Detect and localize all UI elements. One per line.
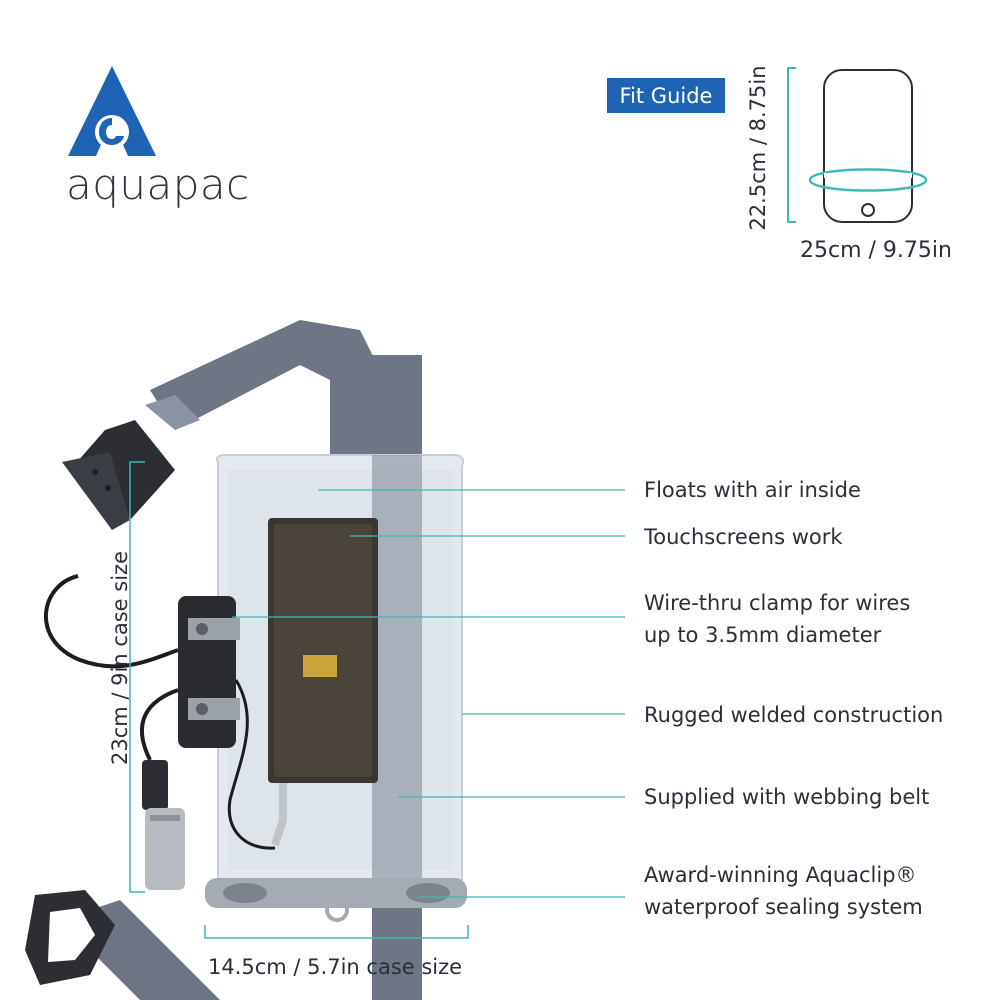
feature-line: Rugged welded construction <box>644 703 944 727</box>
feature-aquaclip: Award-winning Aquaclip® waterproof seali… <box>644 859 923 923</box>
buckle-top <box>62 420 175 530</box>
wire-thru-clamp <box>178 596 240 748</box>
fit-width-label: 25cm / 9.75in <box>800 238 952 263</box>
buckle-bottom <box>25 890 115 985</box>
fit-height-label: 22.5cm / 8.75in <box>746 65 770 231</box>
product-image <box>25 320 467 1000</box>
case-width-label: 14.5cm / 5.7in case size <box>208 955 463 979</box>
xlr-cable <box>43 574 276 890</box>
case-height-label: 23cm / 9in case size <box>108 551 132 765</box>
feature-touchscreens: Touchscreens work <box>644 521 843 553</box>
feature-floats: Floats with air inside <box>644 474 861 506</box>
feature-line: waterproof sealing system <box>644 895 923 919</box>
feature-line: Touchscreens work <box>644 525 843 549</box>
feature-line: Award-winning Aquaclip® <box>644 863 917 887</box>
feature-line: up to 3.5mm diameter <box>644 623 882 647</box>
aquapac-logo-icon <box>68 66 156 156</box>
brand-name: aquapac <box>66 160 250 209</box>
feature-wire-clamp: Wire-thru clamp for wires up to 3.5mm di… <box>644 587 910 651</box>
feature-belt: Supplied with webbing belt <box>644 781 929 813</box>
feature-line: Floats with air inside <box>644 478 861 502</box>
waterproof-case <box>205 454 467 922</box>
phone-outline-icon <box>787 67 928 223</box>
feature-line: Wire-thru clamp for wires <box>644 591 911 615</box>
feature-line: Supplied with webbing belt <box>644 785 930 809</box>
fit-guide-badge: Fit Guide <box>607 78 725 113</box>
feature-rugged: Rugged welded construction <box>644 699 943 731</box>
